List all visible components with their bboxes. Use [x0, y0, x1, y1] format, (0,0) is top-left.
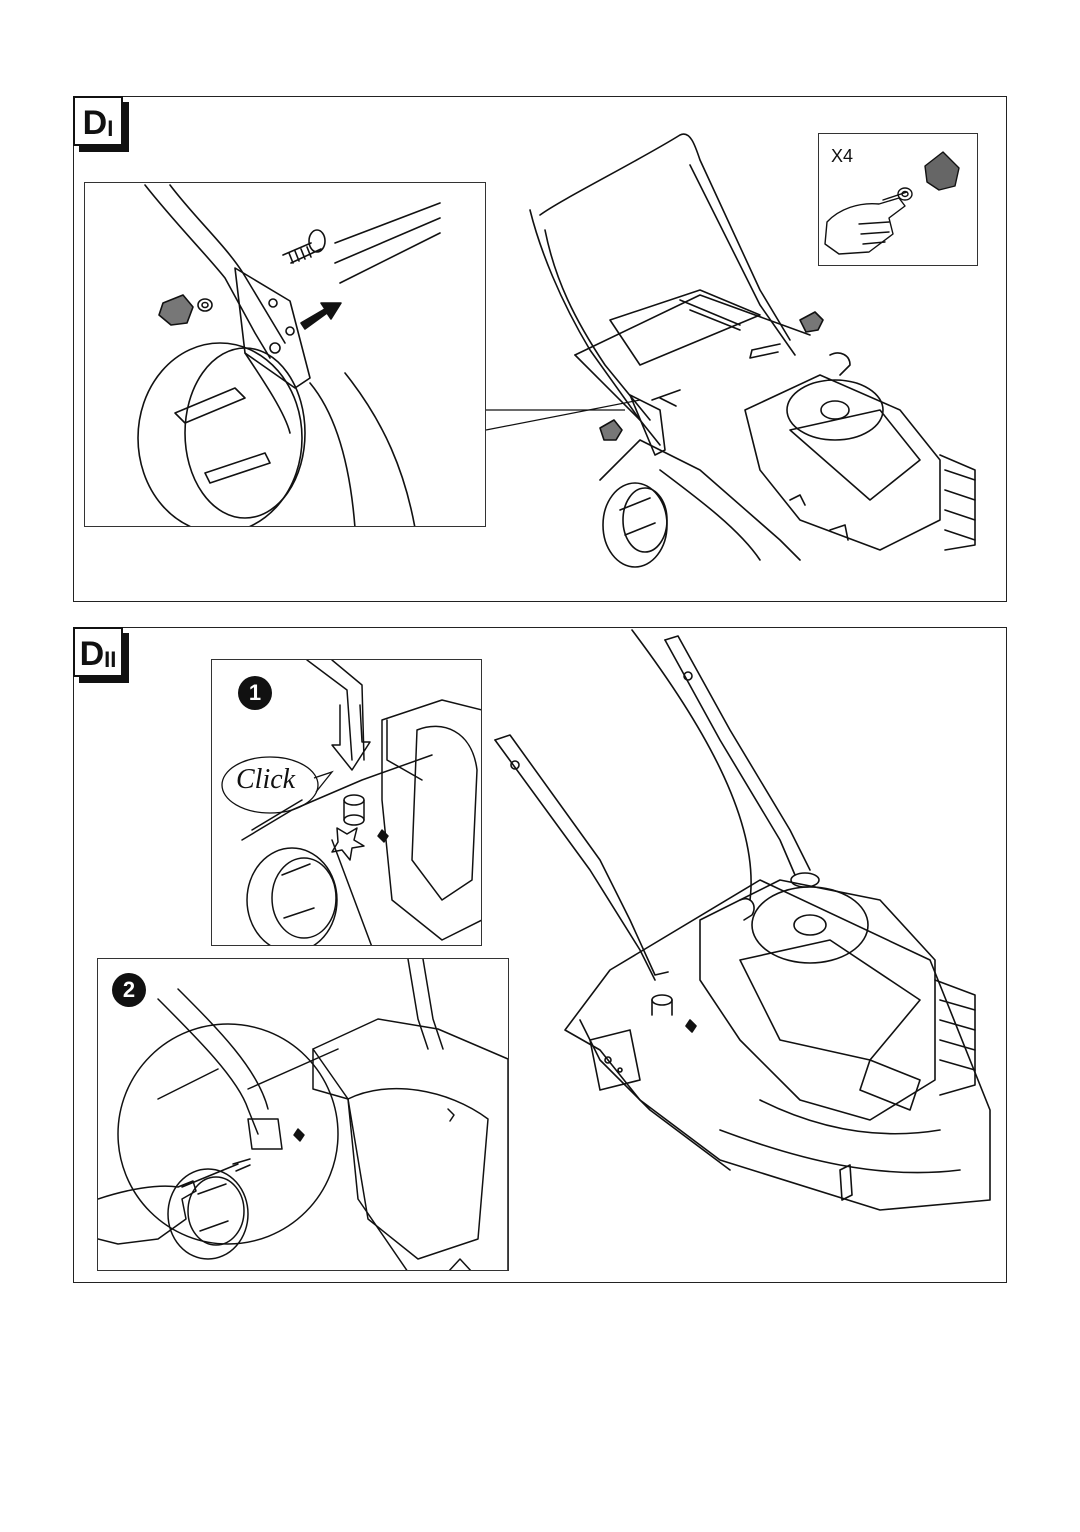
section-label-d1: D I: [73, 96, 123, 146]
step1-inset: 1 Click: [211, 659, 482, 946]
knob-shape: [924, 151, 960, 191]
section-label-d2-sub: II: [104, 647, 117, 672]
handle-screw-fastening-illustration: [98, 959, 508, 1270]
knob-shape: [158, 294, 194, 326]
section-label-d1-sub: I: [107, 116, 114, 141]
section-label-d1-main: D: [82, 104, 108, 142]
handle-bracket-detail-illustration: [137, 184, 441, 526]
handle-click-in-illustration: [241, 660, 481, 945]
click-speech-bubble: [221, 756, 334, 814]
section-label-d2: D II: [73, 627, 123, 677]
step2-inset: 2: [97, 958, 509, 1271]
step-number-1: 1: [238, 676, 272, 710]
bolt-shape: [282, 229, 326, 264]
hand-tightening-knob-illustration: [824, 151, 960, 255]
click-label: Click: [236, 764, 296, 795]
section-label-d2-main: D: [79, 635, 105, 673]
d1-knob-quantity-inset: X4: [818, 133, 978, 266]
step-number-2: 2: [112, 973, 146, 1007]
quantity-label: X4: [831, 146, 854, 166]
d1-detail-inset: [84, 182, 486, 527]
